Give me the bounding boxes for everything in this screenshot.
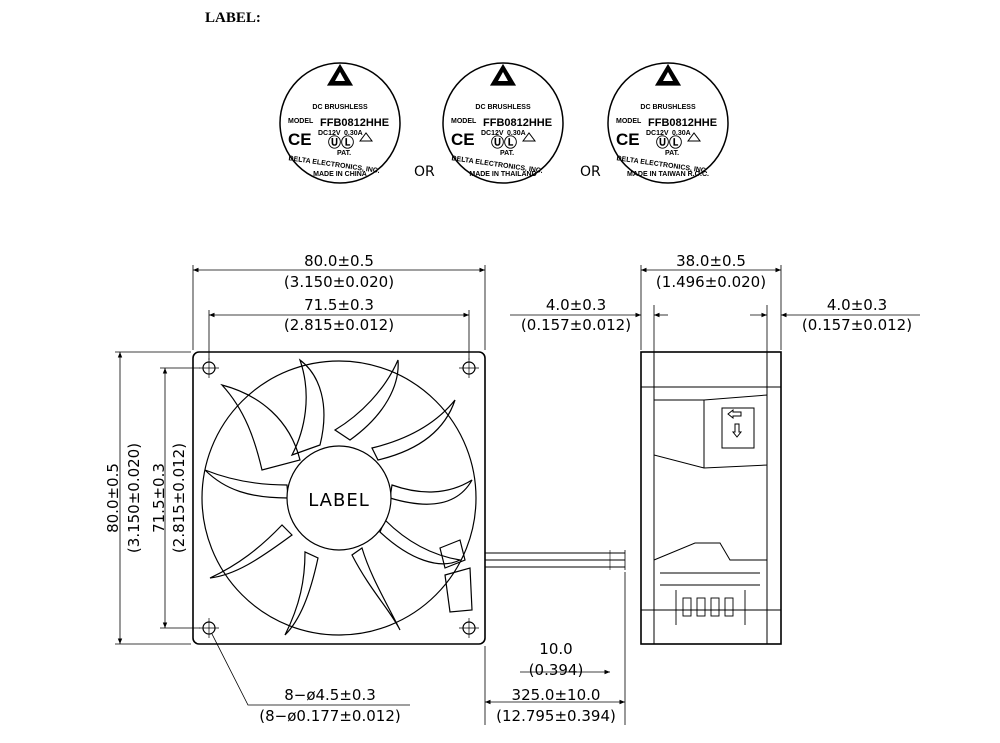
pat: PAT. <box>500 150 514 157</box>
voltage: DC12V <box>481 130 504 137</box>
side-frame <box>640 351 782 645</box>
side-dim-text: 38.0±0.5 (1.496±0.020) 4.0±0.3 (0.157±0.… <box>521 252 912 334</box>
dim-height-in: (3.150±0.020) <box>125 443 143 553</box>
label-brand: DC BRUSHLESS <box>475 104 531 111</box>
dim-height-mm: 80.0±0.5 <box>104 463 122 533</box>
dim-hole-in: (8−ø0.177±0.012) <box>259 707 400 725</box>
dim-flange-left-in: (0.157±0.012) <box>521 316 631 334</box>
ul-mark-icon: ⓊⓁ <box>328 135 354 150</box>
or-text: OR <box>414 164 435 180</box>
front-view: LABEL <box>192 351 626 645</box>
dim-lead-in: (12.795±0.394) <box>496 707 616 725</box>
hub-label: LABEL <box>308 490 370 511</box>
model-prefix: MODEL <box>451 118 477 125</box>
cert-mark-icon <box>687 132 701 142</box>
voltage: DC12V <box>318 130 341 137</box>
label-brand: DC BRUSHLESS <box>640 104 696 111</box>
voltage: DC12V <box>646 130 669 137</box>
dim-depth-in: (1.496±0.020) <box>656 273 766 291</box>
ul-mark-icon: ⓊⓁ <box>656 135 682 150</box>
ce-mark-icon: CE <box>451 130 475 149</box>
model-prefix: MODEL <box>616 118 642 125</box>
cert-mark-icon <box>522 132 536 142</box>
label-heading: LABEL: <box>205 10 261 26</box>
model-number: FFB0812HHE <box>320 117 389 129</box>
dim-hole-span-in: (2.815±0.012) <box>284 316 394 334</box>
dim-width-mm: 80.0±0.5 <box>304 252 374 270</box>
ul-mark-icon: ⓊⓁ <box>491 135 517 150</box>
model-number: FFB0812HHE <box>483 117 552 129</box>
airflow-arrow-icon <box>727 408 743 438</box>
front-dim-text: 80.0±0.5 (3.150±0.020) 71.5±0.3 (2.815±0… <box>104 252 616 725</box>
dim-depth-mm: 38.0±0.5 <box>676 252 746 270</box>
ce-mark-icon: CE <box>616 130 640 149</box>
origin: MADE IN THAILAND <box>469 171 536 178</box>
dim-width-in: (3.150±0.020) <box>284 273 394 291</box>
fan-frame <box>192 351 486 645</box>
or-text: OR <box>580 164 601 180</box>
dim-hole-span-mm: 71.5±0.3 <box>304 296 374 314</box>
mounting-hole-icon <box>199 358 479 638</box>
cert-mark-icon <box>359 132 373 142</box>
fan-blades <box>204 358 473 636</box>
dim-flange-left-mm: 4.0±0.3 <box>546 296 606 314</box>
label-thailand: DC BRUSHLESS MODEL FFB0812HHE DC12V 0.30… <box>442 62 564 184</box>
dim-hole-mm: 8−ø4.5±0.3 <box>284 686 376 704</box>
label-brand: DC BRUSHLESS <box>312 104 368 111</box>
side-view <box>640 351 782 645</box>
dim-strip-mm: 10.0 <box>539 640 572 658</box>
label-taiwan: DC BRUSHLESS MODEL FFB0812HHE DC12V 0.30… <box>607 62 729 184</box>
origin: MADE IN CHINA <box>313 171 367 178</box>
connector-pins <box>675 590 746 625</box>
dim-vhole-mm: 71.5±0.3 <box>150 463 168 533</box>
pat: PAT. <box>665 150 679 157</box>
pat: PAT. <box>337 150 351 157</box>
venturi-ring <box>201 360 477 636</box>
dim-flange-right-in: (0.157±0.012) <box>802 316 912 334</box>
front-dimensions <box>115 265 626 725</box>
label-china: DC BRUSHLESS MODEL FFB0812HHE DC12V 0.30… <box>279 62 401 184</box>
current: 0.30A <box>344 130 363 137</box>
cable-exit <box>439 539 626 613</box>
dim-strip-in: (0.394) <box>529 661 584 679</box>
origin: MADE IN TAIWAN R.O.C. <box>627 171 709 178</box>
model-prefix: MODEL <box>288 118 314 125</box>
dim-flange-right-mm: 4.0±0.3 <box>827 296 887 314</box>
dim-lead-mm: 325.0±10.0 <box>512 686 601 704</box>
model-number: FFB0812HHE <box>648 117 717 129</box>
hub <box>286 445 392 551</box>
dim-vhole-in: (2.815±0.012) <box>170 443 188 553</box>
ce-mark-icon: CE <box>288 130 312 149</box>
current: 0.30A <box>507 130 526 137</box>
current: 0.30A <box>672 130 691 137</box>
side-dimensions <box>510 265 920 352</box>
